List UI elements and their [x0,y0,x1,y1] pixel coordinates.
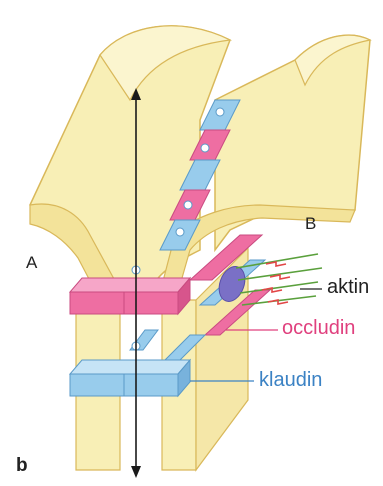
panel-letter: b [16,456,28,475]
cell-b-label: B [305,215,316,232]
occludin-label: occludin [282,318,355,338]
actin-label: aktin [327,277,369,297]
claudin-label: klaudin [259,370,322,390]
cell-a-label: A [26,254,37,271]
